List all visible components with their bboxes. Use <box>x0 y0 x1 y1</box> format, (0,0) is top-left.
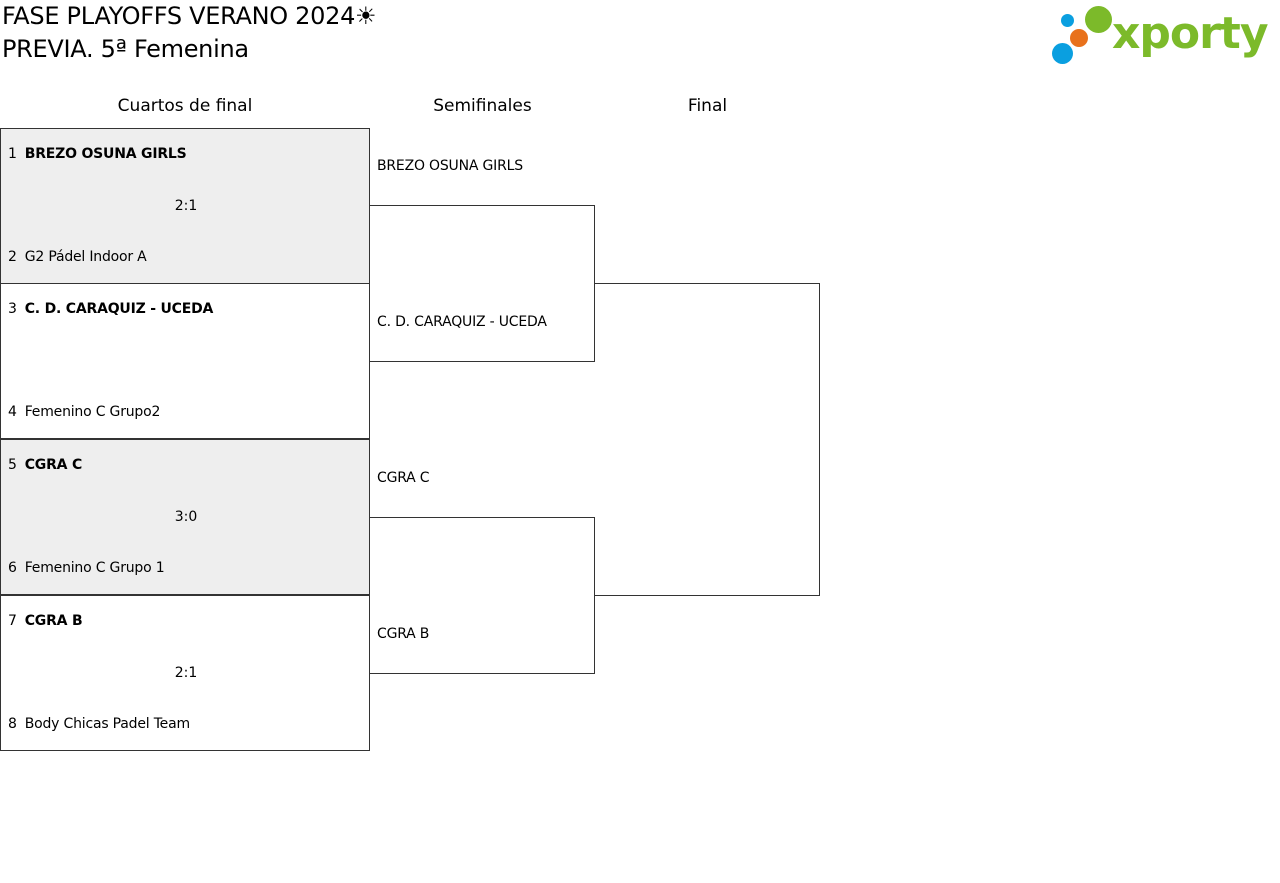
team-entry: 2 G2 Pádel Indoor A <box>8 249 147 265</box>
final-bracket <box>594 283 820 596</box>
team-entry: 6 Femenino C Grupo 1 <box>8 560 165 576</box>
round-header-semifinals: Semifinales <box>433 96 532 116</box>
seed-number: 4 <box>8 404 17 420</box>
team-entry: 4 Femenino C Grupo2 <box>8 404 160 420</box>
seed-number: 6 <box>8 560 17 576</box>
match-score: 3:0 <box>174 509 198 525</box>
seed-number: 2 <box>8 249 17 265</box>
logo-dot-blue-big-icon <box>1052 43 1073 64</box>
semifinal-team[interactable]: CGRA C <box>377 470 430 486</box>
round-header-final: Final <box>687 96 728 116</box>
semifinal-bracket-1 <box>369 205 595 362</box>
semifinal-team[interactable]: CGRA B <box>377 626 430 642</box>
team-name: CGRA C <box>24 457 83 473</box>
team-entry: 5 CGRA C <box>8 457 82 473</box>
team-name: G2 Pádel Indoor A <box>24 249 147 265</box>
team-name: Body Chicas Padel Team <box>24 716 190 732</box>
team-entry: 1 BREZO OSUNA GIRLS <box>8 146 187 162</box>
team-name: Femenino C Grupo2 <box>24 404 161 420</box>
quarterfinal-match-1[interactable]: 1 BREZO OSUNA GIRLS 2:1 2 G2 Pádel Indoor … <box>0 128 370 284</box>
logo-dot-orange-icon <box>1070 29 1088 47</box>
seed-number: 1 <box>8 146 17 162</box>
team-entry: 3 C. D. CARAQUIZ - UCEDA <box>8 301 213 317</box>
xporty-logo[interactable]: xporty <box>1050 4 1276 66</box>
quarterfinal-match-4[interactable]: 7 CGRA B 2:1 8 Body Chicas Padel Team <box>0 595 370 751</box>
page-title: FASE PLAYOFFS VERANO 2024☀ <box>2 2 377 30</box>
team-name: BREZO OSUNA GIRLS <box>24 146 187 162</box>
logo-dot-green-icon <box>1085 6 1112 33</box>
seed-number: 5 <box>8 457 17 473</box>
team-entry: 8 Body Chicas Padel Team <box>8 716 190 732</box>
page-subtitle: PREVIA. 5ª Femenina <box>2 35 249 63</box>
seed-number: 8 <box>8 716 17 732</box>
round-header-quarterfinals: Cuartos de final <box>117 96 253 116</box>
team-entry: 7 CGRA B <box>8 613 83 629</box>
quarterfinal-match-3[interactable]: 5 CGRA C 3:0 6 Femenino C Grupo 1 <box>0 439 370 595</box>
team-name: C. D. CARAQUIZ - UCEDA <box>24 301 214 317</box>
logo-dot-blue-small-icon <box>1061 14 1074 27</box>
logo-wordmark: xporty <box>1112 8 1269 59</box>
semifinal-bracket-2 <box>369 517 595 674</box>
team-name: CGRA B <box>24 613 83 629</box>
seed-number: 3 <box>8 301 17 317</box>
seed-number: 7 <box>8 613 17 629</box>
quarterfinal-match-2[interactable]: 3 C. D. CARAQUIZ - UCEDA 4 Femenino C Grup… <box>0 283 370 439</box>
match-score: 2:1 <box>174 198 198 214</box>
match-score: 2:1 <box>174 665 198 681</box>
team-name: Femenino C Grupo 1 <box>24 560 165 576</box>
semifinal-team[interactable]: C. D. CARAQUIZ - UCEDA <box>377 314 547 330</box>
semifinal-team[interactable]: BREZO OSUNA GIRLS <box>377 158 523 174</box>
